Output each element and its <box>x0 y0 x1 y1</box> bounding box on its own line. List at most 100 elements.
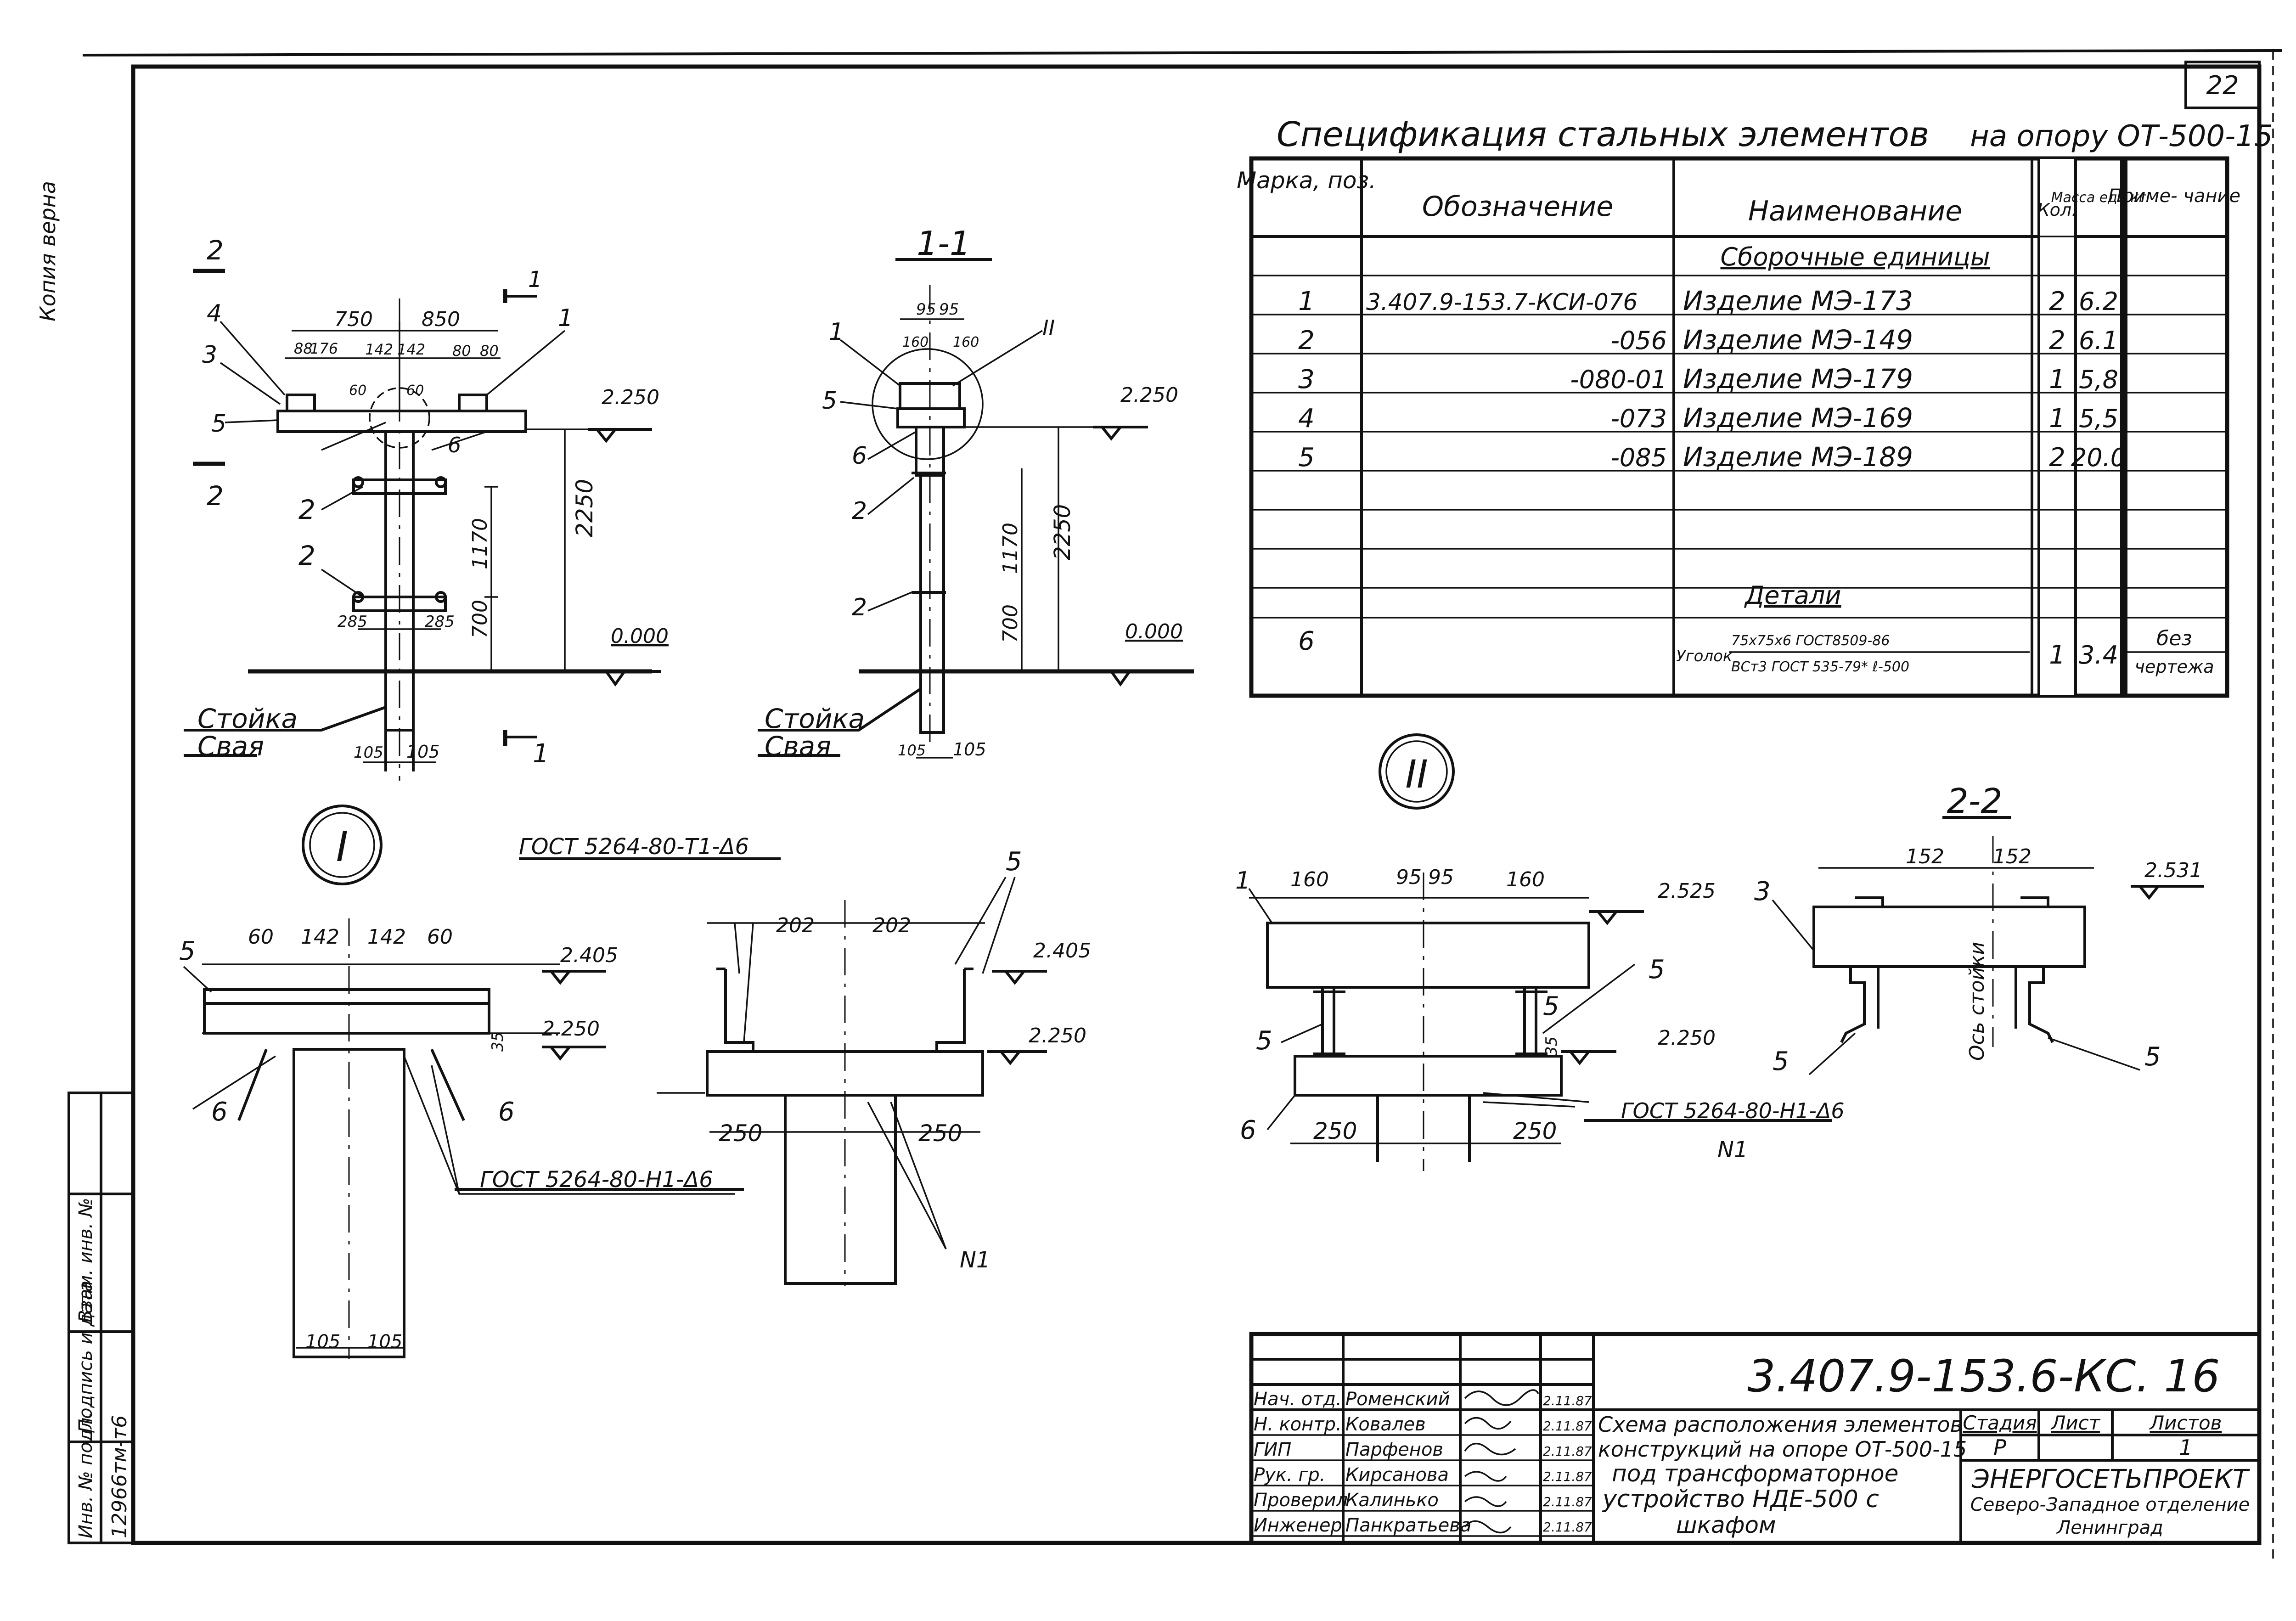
svg-text:105: 105 <box>354 743 383 762</box>
svg-text:3.407.9-153.7-КСИ-076: 3.407.9-153.7-КСИ-076 <box>1366 289 1638 315</box>
svg-text:Лист: Лист <box>2050 1412 2101 1434</box>
svg-text:700: 700 <box>999 604 1022 643</box>
svg-text:160: 160 <box>902 334 929 350</box>
svg-text:700: 700 <box>468 600 492 638</box>
svg-text:Кирсанова: Кирсанова <box>1345 1464 1449 1486</box>
svg-text:6.2: 6.2 <box>2079 287 2118 316</box>
svg-text:ГОСТ 5264-80-Н1-Δ6: ГОСТ 5264-80-Н1-Δ6 <box>480 1167 713 1193</box>
svg-text:2.250: 2.250 <box>542 1017 600 1041</box>
title-block <box>1249 1332 2262 1545</box>
svg-text:2: 2 <box>852 594 867 621</box>
svg-text:2: 2 <box>207 480 224 512</box>
svg-text:2.11.87: 2.11.87 <box>1543 1444 1592 1459</box>
svg-text:1: 1 <box>528 267 542 293</box>
svg-text:2.250: 2.250 <box>1029 1024 1086 1047</box>
svg-text:1: 1 <box>829 318 844 346</box>
svg-text:Схема расположения элементов: Схема расположения элементов <box>1598 1412 1963 1437</box>
svg-text:285: 285 <box>425 613 455 631</box>
svg-text:176: 176 <box>310 340 338 357</box>
svg-text:N1: N1 <box>1717 1137 1748 1163</box>
svg-text:-080-01: -080-01 <box>1570 365 1667 394</box>
inv-number: 12966тм-т6 <box>108 1415 131 1538</box>
svg-text:1170: 1170 <box>468 518 492 569</box>
svg-text:Свая: Свая <box>197 731 264 762</box>
svg-text:5: 5 <box>1256 1026 1272 1056</box>
svg-text:2: 2 <box>852 497 867 525</box>
svg-text:105: 105 <box>898 742 926 759</box>
replace-inv-label: Взам. инв. № <box>75 1198 96 1323</box>
spec-row-2: 2 -056 Изделие МЭ-149 2 6.1 <box>1298 324 2118 355</box>
svg-text:Стойка: Стойка <box>197 703 298 734</box>
svg-text:1: 1 <box>1298 287 1315 316</box>
svg-text:5: 5 <box>1298 443 1315 473</box>
svg-text:2250: 2250 <box>1050 504 1075 560</box>
left-strip <box>68 1092 135 1544</box>
hdr-note: Приме- чание <box>2108 186 2240 207</box>
svg-text:2: 2 <box>2049 443 2065 473</box>
spec-title-left: Спецификация стальных элементов <box>1277 115 1929 154</box>
svg-text:Уголок: Уголок <box>1676 647 1733 665</box>
svg-text:35: 35 <box>1542 1036 1561 1056</box>
spec-row-3: 3 -080-01 Изделие МЭ-179 1 5,8 <box>1298 363 2118 394</box>
detail-I-right <box>657 877 1047 1286</box>
svg-text:Изделие МЭ-149: Изделие МЭ-149 <box>1683 324 1913 355</box>
hdr-mass: Масса ед., кг <box>2051 190 2146 206</box>
svg-text:3: 3 <box>1298 365 1315 394</box>
svg-text:устройство НДЕ-500 с: устройство НДЕ-500 с <box>1602 1486 1879 1513</box>
svg-text:Ковалев: Ковалев <box>1345 1414 1426 1435</box>
svg-text:Ленинград: Ленинград <box>2056 1517 2163 1538</box>
svg-text:80: 80 <box>452 342 471 360</box>
svg-text:Стойка: Стойка <box>765 703 865 734</box>
svg-text:60: 60 <box>427 925 453 949</box>
svg-text:80: 80 <box>480 342 499 360</box>
svg-text:1170: 1170 <box>999 523 1022 574</box>
svg-text:2.250: 2.250 <box>1120 383 1178 407</box>
svg-text:Инженер: Инженер <box>1254 1515 1342 1536</box>
spec-table-title: Спецификация стальных элементов на опору… <box>1277 115 2273 154</box>
svg-text:5: 5 <box>1543 991 1559 1021</box>
title-block-stage: Стадия Лист Листов Р 1 ЭНЕРГОСЕТЬПРОЕКТ … <box>1963 1412 2250 1538</box>
svg-text:142: 142 <box>301 925 339 949</box>
callout-I-main: I <box>302 805 383 885</box>
svg-text:Свая: Свая <box>765 731 831 762</box>
svg-text:105: 105 <box>367 1331 402 1352</box>
title-block-people: Нач. отд. Н. контр. ГИП Рук. гр. Провери… <box>1254 1389 1592 1536</box>
hdr-mark: Марка, поз. <box>1237 167 1376 194</box>
svg-text:без: без <box>2156 627 2192 650</box>
svg-text:0.000: 0.000 <box>1125 620 1183 643</box>
svg-text:2-2: 2-2 <box>1947 782 2003 821</box>
section-details: Детали <box>1744 581 1841 610</box>
svg-text:4: 4 <box>207 300 222 327</box>
callout-II: II <box>1379 733 1455 810</box>
svg-text:Проверил: Проверил <box>1254 1490 1348 1511</box>
svg-text:2: 2 <box>2049 326 2065 355</box>
svg-text:105: 105 <box>406 742 440 762</box>
svg-text:6: 6 <box>1298 626 1315 656</box>
svg-text:152: 152 <box>1993 845 2032 868</box>
svg-text:160: 160 <box>1290 868 1329 891</box>
svg-text:152: 152 <box>1906 845 1944 868</box>
svg-text:Листов: Листов <box>2149 1412 2222 1434</box>
margin-stamp: Копия верна <box>35 181 60 321</box>
svg-text:202: 202 <box>776 914 815 937</box>
svg-text:2: 2 <box>298 494 315 525</box>
svg-text:2.11.87: 2.11.87 <box>1543 1520 1592 1535</box>
svg-text:2.11.87: 2.11.87 <box>1543 1494 1592 1509</box>
svg-text:60: 60 <box>248 925 274 949</box>
svg-text:2.250: 2.250 <box>1658 1026 1716 1050</box>
svg-text:2.11.87: 2.11.87 <box>1543 1393 1592 1408</box>
svg-text:285: 285 <box>338 613 367 631</box>
svg-text:II: II <box>1042 315 1055 340</box>
hdr-name: Наименование <box>1748 195 1962 227</box>
svg-text:250: 250 <box>918 1120 962 1147</box>
view-1-1-labels: 1-1 95 95 160 160 1 5 6 2 2 II 2.250 0.0… <box>765 224 1183 762</box>
svg-text:N1: N1 <box>960 1247 990 1273</box>
title-block-description: Схема расположения элементов конструкций… <box>1598 1412 1967 1538</box>
svg-text:3: 3 <box>1754 877 1771 906</box>
spec-row-1: 1 3.407.9-153.7-КСИ-076 Изделие МЭ-173 2… <box>1298 285 2118 316</box>
sheet-number-box <box>2184 61 2261 109</box>
view-2-2-labels: 2-2 152 152 2.531 Ось стойки 3 5 5 <box>1754 782 2202 1076</box>
signature-label: Подпись и дата <box>75 1281 96 1433</box>
